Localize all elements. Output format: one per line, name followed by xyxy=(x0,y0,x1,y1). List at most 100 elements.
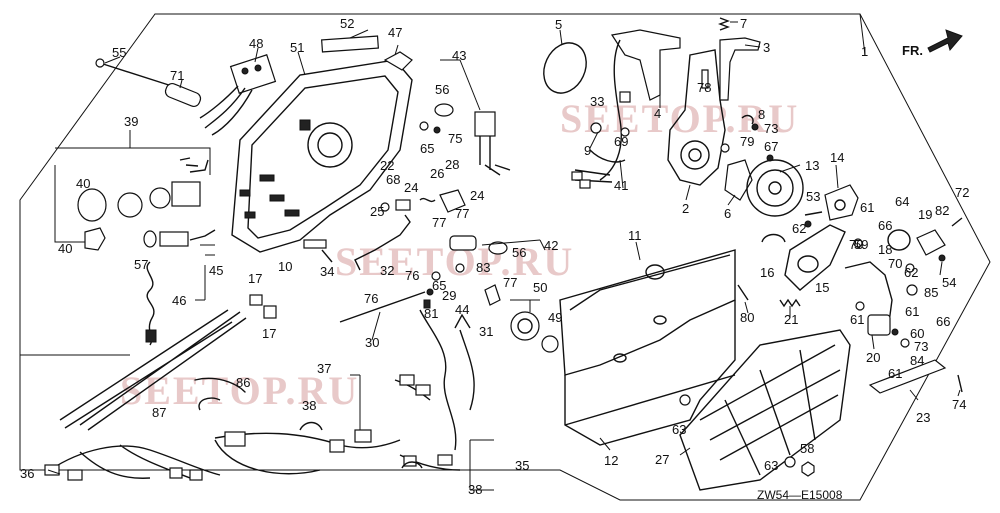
callout-40a: 40 xyxy=(76,176,90,191)
part-shapes xyxy=(44,17,963,491)
callout-39: 39 xyxy=(124,114,138,129)
callout-30: 30 xyxy=(365,335,379,350)
callout-61d: 61 xyxy=(888,366,902,381)
callout-60: 60 xyxy=(910,326,924,341)
callout-1: 1 xyxy=(861,44,868,59)
callout-73a: 73 xyxy=(764,121,778,136)
callout-3: 3 xyxy=(763,40,770,55)
callout-16: 16 xyxy=(760,265,774,280)
callout-58: 58 xyxy=(800,441,814,456)
callout-21: 21 xyxy=(784,312,798,327)
callout-56b: 56 xyxy=(512,245,526,260)
callout-87: 87 xyxy=(152,405,166,420)
callout-78: 78 xyxy=(697,80,711,95)
callout-17a: 17 xyxy=(248,271,262,286)
svg-text:SEETOP.RU: SEETOP.RU xyxy=(120,368,359,413)
callout-76b: 76 xyxy=(405,268,419,283)
callout-18: 18 xyxy=(878,242,892,257)
callout-61b: 61 xyxy=(905,304,919,319)
callout-64: 64 xyxy=(895,194,909,209)
callout-41: 41 xyxy=(614,178,628,193)
callout-6: 6 xyxy=(724,206,731,221)
callout-38a: 38 xyxy=(302,398,316,413)
callout-79: 79 xyxy=(740,134,754,149)
callout-25: 25 xyxy=(370,204,384,219)
callout-26: 26 xyxy=(430,166,444,181)
callout-84: 84 xyxy=(910,353,924,368)
callout-63b: 63 xyxy=(764,458,778,473)
callout-28: 28 xyxy=(445,157,459,172)
callout-69: 69 xyxy=(614,134,628,149)
callout-44: 44 xyxy=(455,302,469,317)
callout-77b: 77 xyxy=(432,215,446,230)
callout-8: 8 xyxy=(758,107,765,122)
callout-37: 37 xyxy=(317,361,331,376)
callout-74: 74 xyxy=(952,397,966,412)
callout-68: 68 xyxy=(386,172,400,187)
callout-45: 45 xyxy=(209,263,223,278)
callout-73b: 73 xyxy=(914,339,928,354)
callout-40b: 40 xyxy=(58,241,72,256)
callout-66b: 66 xyxy=(936,314,950,329)
callout-36: 36 xyxy=(20,466,34,481)
callout-55: 55 xyxy=(112,45,126,60)
callout-56a: 56 xyxy=(435,82,449,97)
callout-75: 75 xyxy=(448,131,462,146)
callout-67: 67 xyxy=(764,139,778,154)
callout-17b: 17 xyxy=(262,326,276,341)
callout-labels: 1 2 3 4 5 6 7 8 9 10 11 12 13 14 15 16 1… xyxy=(20,16,969,497)
callout-46: 46 xyxy=(172,293,186,308)
callout-5: 5 xyxy=(555,17,562,32)
callout-77c: 77 xyxy=(503,275,517,290)
callout-49: 49 xyxy=(548,310,562,325)
callout-54: 54 xyxy=(942,275,956,290)
callout-70a: 70 xyxy=(849,237,863,252)
leader-lines xyxy=(47,13,961,491)
callout-61c: 61 xyxy=(850,312,864,327)
callout-20: 20 xyxy=(866,350,880,365)
svg-text:FR.: FR. xyxy=(902,43,923,58)
callout-22: 22 xyxy=(380,158,394,173)
callout-38b: 38 xyxy=(468,482,482,497)
callout-29: 29 xyxy=(442,288,456,303)
drawing-code: ZW54—E15008 xyxy=(757,488,843,502)
callout-76a: 76 xyxy=(364,291,378,306)
callout-86: 86 xyxy=(236,375,250,390)
callout-10: 10 xyxy=(278,259,292,274)
callout-27: 27 xyxy=(655,452,669,467)
callout-70b: 70 xyxy=(888,256,902,271)
sub-frame-left xyxy=(19,200,130,356)
callout-43: 43 xyxy=(452,48,466,63)
callout-12: 12 xyxy=(604,453,618,468)
callout-19: 19 xyxy=(918,207,932,222)
callout-72: 72 xyxy=(955,185,969,200)
callout-4: 4 xyxy=(654,106,661,121)
callout-31: 31 xyxy=(479,324,493,339)
callout-83: 83 xyxy=(476,260,490,275)
callout-34: 34 xyxy=(320,264,334,279)
callout-80: 80 xyxy=(740,310,754,325)
callout-62a: 62 xyxy=(792,221,806,236)
callout-35: 35 xyxy=(515,458,529,473)
callout-63a: 63 xyxy=(672,422,686,437)
callout-11: 11 xyxy=(628,228,642,243)
callout-81: 81 xyxy=(424,306,438,321)
callout-23: 23 xyxy=(916,410,930,425)
callout-42: 42 xyxy=(544,238,558,253)
callout-66a: 66 xyxy=(878,218,892,233)
callout-59: 59 xyxy=(854,237,868,252)
callout-15: 15 xyxy=(815,280,829,295)
callout-61a: 61 xyxy=(860,200,874,215)
callout-9: 9 xyxy=(584,143,591,158)
callout-50: 50 xyxy=(533,280,547,295)
callout-24b: 24 xyxy=(470,188,484,203)
callout-48: 48 xyxy=(249,36,263,51)
front-direction-arrow: FR. xyxy=(902,29,963,58)
callout-33: 33 xyxy=(590,94,604,109)
callout-77a: 77 xyxy=(455,206,469,221)
callout-62b: 62 xyxy=(904,265,918,280)
callout-57: 57 xyxy=(134,257,148,272)
callout-24a: 24 xyxy=(404,180,418,195)
callout-14: 14 xyxy=(830,150,844,165)
